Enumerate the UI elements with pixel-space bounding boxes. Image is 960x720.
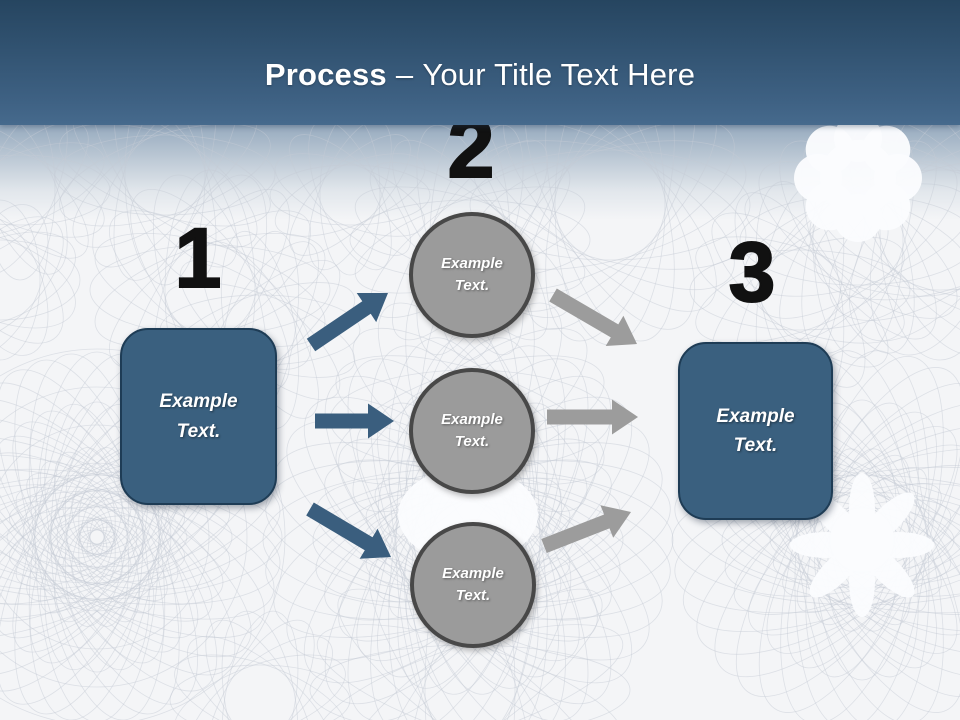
step2-circle-bottom: Example Text. (410, 522, 536, 648)
step3-box-label: Example Text. (716, 405, 795, 456)
step1-box: Example Text. (120, 328, 277, 505)
title-bar: Process–Your Title Text Here (0, 0, 960, 125)
step2-circle-top: Example Text. (409, 212, 535, 338)
title-rest: Your Title Text Here (422, 56, 696, 92)
step2-circle-bottom-label: Example Text. (442, 565, 504, 604)
step2-circle-middle-label: Example Text. (441, 411, 503, 450)
title-separator: – (395, 56, 414, 92)
title-keyword: Process (264, 56, 387, 92)
step2-circle-top-label: Example Text. (441, 255, 503, 294)
slide-title: Process–Your Title Text Here (265, 57, 695, 93)
step2-circle-middle: Example Text. (409, 368, 535, 494)
step1-box-label: Example Text. (159, 391, 238, 442)
step3-box: Example Text. (678, 342, 833, 520)
step-number-3: 3 (728, 225, 777, 319)
step-number-1: 1 (174, 211, 223, 305)
